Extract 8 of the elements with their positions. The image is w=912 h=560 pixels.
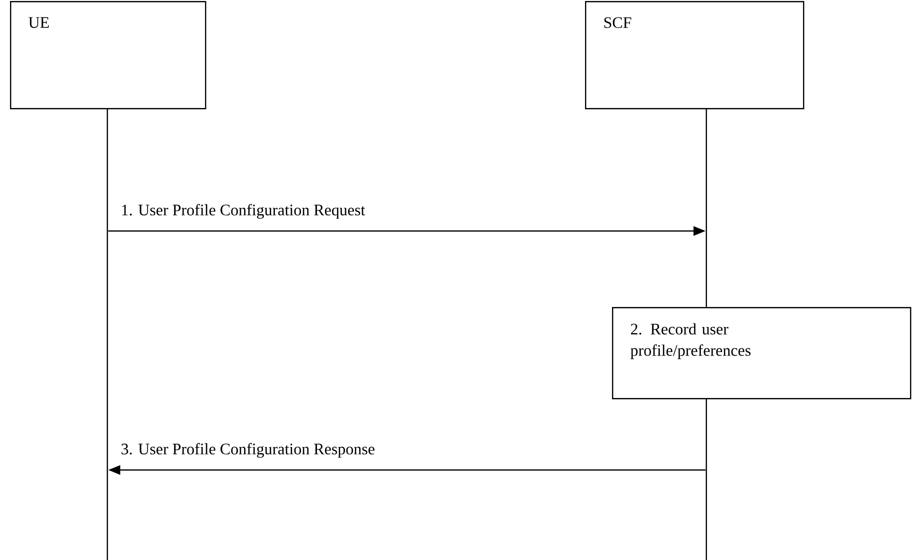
box-label: 2. Record user profile/preferences	[630, 323, 751, 360]
process-box	[612, 307, 912, 400]
message-label: 1. User Profile Configuration Request	[122, 204, 366, 219]
box-label: SCF	[604, 17, 632, 28]
participant-box	[10, 1, 206, 110]
box-label: UE	[28, 17, 49, 28]
message-label: 3. User Profile Configuration Response	[122, 443, 374, 458]
participant-box	[585, 1, 804, 110]
